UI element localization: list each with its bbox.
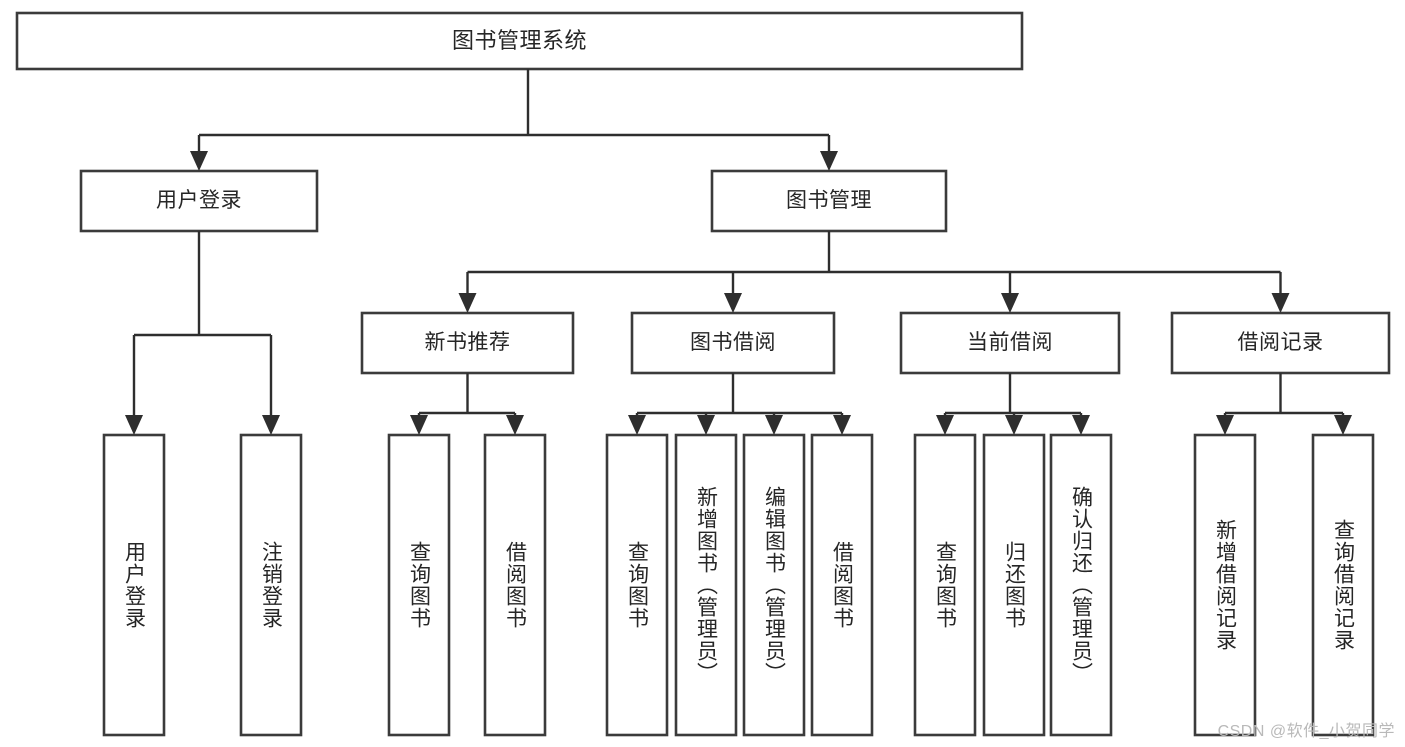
arrowhead-leaf-borrow-book-1: [506, 415, 524, 435]
node-box-leaf-query-book-2: [605, 433, 669, 737]
node-box-root: [15, 11, 1024, 71]
node-box-leaf-return-book: [982, 433, 1046, 737]
arrowhead-book-borrow: [724, 293, 742, 313]
arrowhead-book-manage: [820, 151, 838, 171]
node-box-borrow-record: [1170, 311, 1391, 375]
arrowhead-leaf-user-login: [125, 415, 143, 435]
node-box-new-book-recommend: [360, 311, 575, 375]
arrowhead-current-borrow: [1001, 293, 1019, 313]
arrowhead-leaf-query-borrow-record: [1334, 415, 1352, 435]
node-box-leaf-query-book-3: [913, 433, 977, 737]
arrowhead-leaf-query-book-1: [410, 415, 428, 435]
arrowhead-leaf-edit-book: [765, 415, 783, 435]
node-box-leaf-user-login: [102, 433, 166, 737]
arrowhead-leaf-add-borrow-record: [1216, 415, 1234, 435]
arrowhead-leaf-borrow-book-2: [833, 415, 851, 435]
arrowhead-leaf-return-book: [1005, 415, 1023, 435]
connectors-layer: [125, 69, 1352, 435]
node-box-leaf-confirm-return: [1049, 433, 1113, 737]
arrowhead-user-login: [190, 151, 208, 171]
node-box-leaf-query-borrow-record: [1311, 433, 1375, 737]
arrowhead-borrow-record: [1271, 293, 1290, 313]
arrowhead-leaf-logout-login: [262, 415, 280, 435]
arrowhead-leaf-add-book: [697, 415, 715, 435]
node-box-leaf-borrow-book-2: [810, 433, 874, 737]
node-box-book-borrow: [630, 311, 836, 375]
node-boxes-layer: [15, 11, 1391, 737]
node-box-leaf-add-book: [674, 433, 738, 737]
node-box-current-borrow: [899, 311, 1121, 375]
node-box-book-manage: [710, 169, 948, 233]
node-box-leaf-logout-login: [239, 433, 303, 737]
node-box-user-login: [79, 169, 319, 233]
node-box-leaf-add-borrow-record: [1193, 433, 1257, 737]
node-box-leaf-query-book-1: [387, 433, 451, 737]
arrowhead-leaf-confirm-return: [1072, 415, 1090, 435]
arrowhead-new-book-recommend: [458, 293, 477, 313]
node-box-leaf-borrow-book-1: [483, 433, 547, 737]
arrowhead-leaf-query-book-3: [936, 415, 954, 435]
node-box-leaf-edit-book: [742, 433, 806, 737]
arrowhead-leaf-query-book-2: [628, 415, 646, 435]
